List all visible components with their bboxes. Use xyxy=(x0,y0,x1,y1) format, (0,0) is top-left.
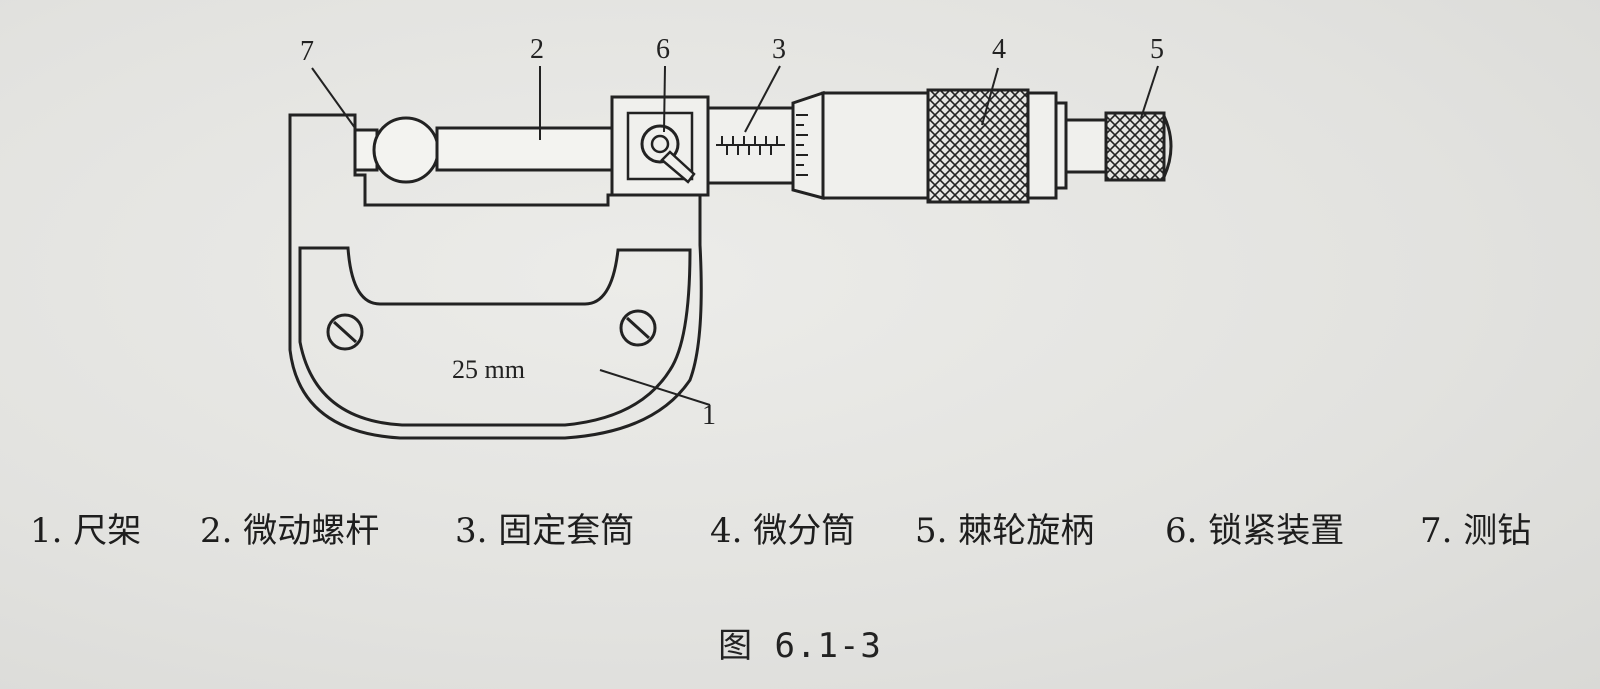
frame xyxy=(288,113,703,440)
part-number-6: 6 xyxy=(656,34,670,65)
thimble xyxy=(791,88,1068,204)
legend-item-ratchet: 5. 棘轮旋柄 xyxy=(915,511,1095,551)
part-number-4: 4 xyxy=(992,34,1006,65)
frame-screw-left xyxy=(326,313,364,351)
legend-item-lock: 6. 锁紧装置 xyxy=(1165,511,1345,551)
leader-lines xyxy=(311,65,1159,406)
sleeve xyxy=(706,106,795,185)
legend-item-frame: 1. 尺架 xyxy=(30,511,142,551)
lock-device xyxy=(610,95,710,197)
workpiece-ball xyxy=(372,116,440,184)
part-number-7: 7 xyxy=(300,36,314,67)
legend-item-thimble: 4. 微分筒 xyxy=(710,511,856,551)
legend-item-anvil: 7. 测钻 xyxy=(1420,511,1532,551)
frame-screw-right xyxy=(619,309,657,347)
ratchet xyxy=(1064,111,1173,182)
part-number-3: 3 xyxy=(772,34,786,65)
part-number-2: 2 xyxy=(530,34,544,65)
parts-legend: 1. 尺架 2. 微动螺杆 3. 固定套筒 4. 微分筒 5. 棘轮旋柄 6. … xyxy=(30,503,1590,553)
figure-caption: 图 6.1-3 xyxy=(718,626,882,666)
legend-item-sleeve: 3. 固定套筒 xyxy=(455,511,635,551)
part-number-5: 5 xyxy=(1150,34,1164,65)
legend-item-spindle: 2. 微动螺杆 xyxy=(200,511,380,551)
spindle xyxy=(435,126,614,172)
part-number-1: 1 xyxy=(702,400,716,431)
micrometer-diagram: 7 2 6 3 4 5 1 25 mm xyxy=(288,34,1173,440)
size-label: 25 mm xyxy=(452,355,525,384)
